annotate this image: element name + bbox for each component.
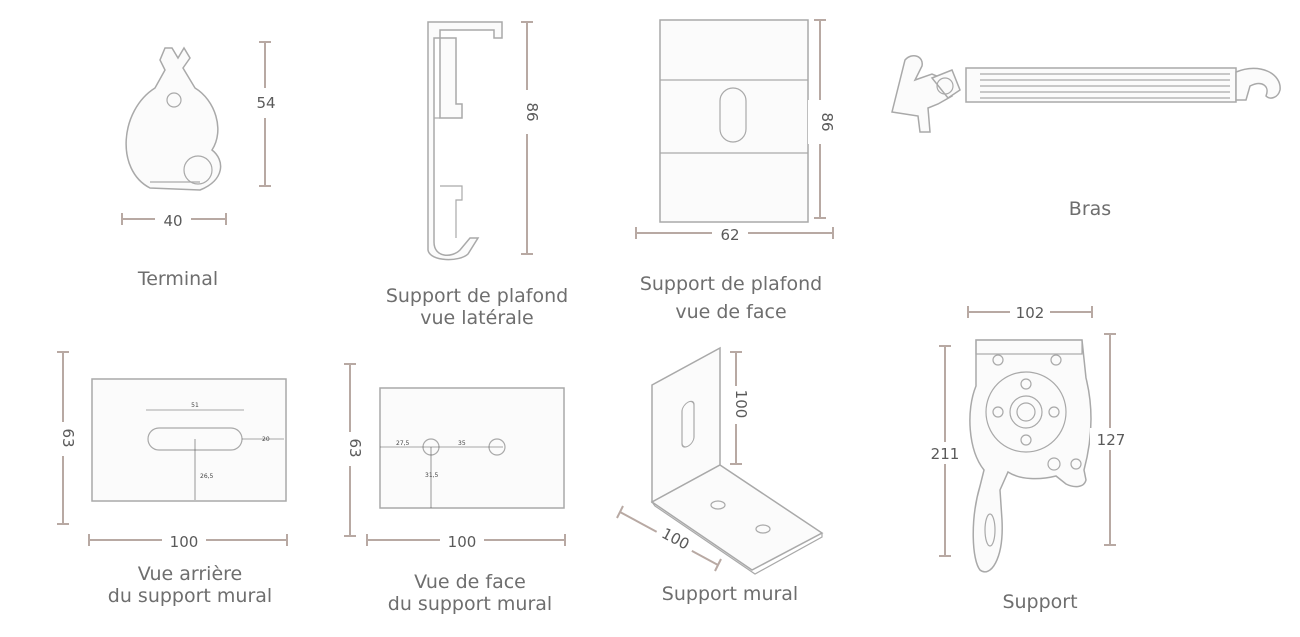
plafond-lat-height-label: 86 [523,102,541,121]
caption-support-mural: Support mural [662,583,798,605]
arriere-width-label: 100 [170,533,199,551]
caption-plafond-face-1: Support de plafond [640,273,822,295]
vue-arriere-drawing [91,378,287,502]
caption-bras: Bras [1069,198,1111,220]
face-275-label: 27,5 [396,440,410,447]
face-width-label: 100 [448,533,477,551]
arriere-26-label: 26,5 [200,473,214,480]
face-height-label: 63 [346,438,364,457]
arriere-20-label: 20 [262,436,270,443]
arriere-slot-label: 51 [191,402,199,409]
face-35-label: 35 [458,440,466,447]
caption-arriere-2: du support mural [108,585,272,607]
caption-support: Support [1002,591,1077,613]
support-plafond-lateral-drawing [427,21,503,261]
vue-face-drawing [379,387,565,509]
support-plafond-face-drawing [659,19,809,223]
caption-terminal: Terminal [137,268,218,290]
terminal-height-label: 54 [256,94,275,112]
caption-plafond-face-2: vue de face [675,301,786,323]
bras-drawing [891,55,1281,133]
terminal-drawing [125,46,222,191]
caption-face-1: Vue de face [414,571,526,593]
mural-height-label: 100 [732,390,750,419]
terminal-width-label: 40 [163,212,182,230]
support-height2-label: 127 [1097,431,1126,449]
face-315-label: 31,5 [425,472,439,479]
caption-plafond-lat-2: vue latérale [420,307,534,329]
caption-arriere-1: Vue arrière [138,563,242,585]
support-width-label: 102 [1016,304,1045,322]
support-height-label: 211 [931,445,960,463]
caption-face-2: du support mural [388,593,552,615]
plafond-face-width-label: 62 [720,226,739,244]
plafond-face-height-label: 86 [818,112,836,131]
arriere-height-label: 63 [59,428,77,447]
caption-plafond-lat-1: Support de plafond [386,285,568,307]
support-mural-drawing [650,346,824,575]
support-drawing [969,339,1092,573]
